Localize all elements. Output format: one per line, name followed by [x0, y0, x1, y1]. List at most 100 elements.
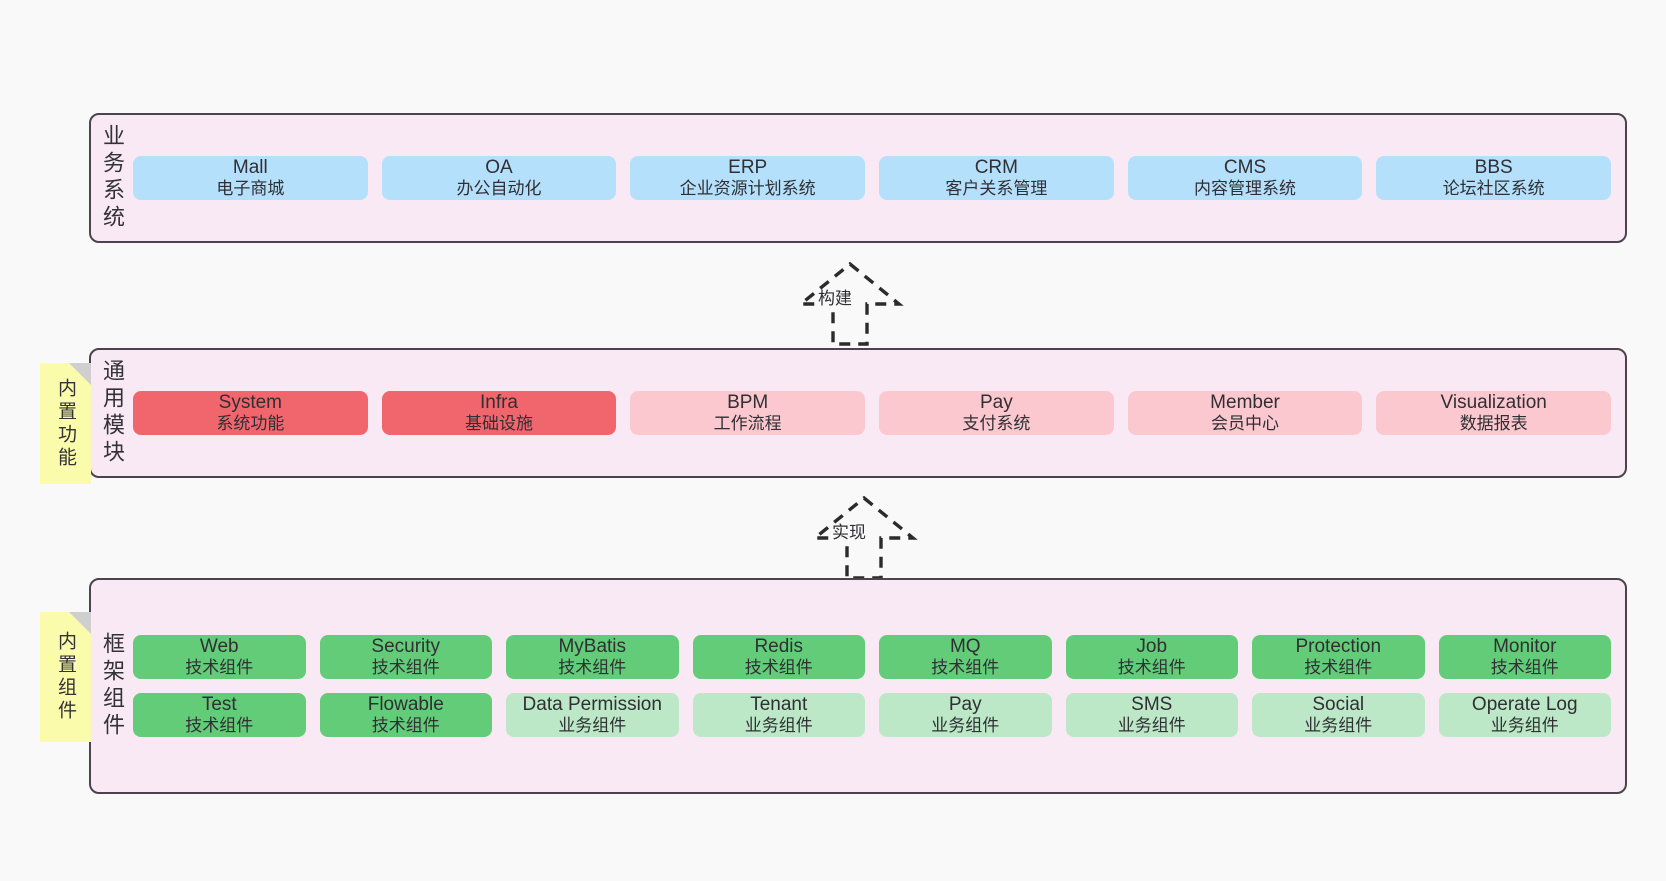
card-subtitle: 客户关系管理: [945, 179, 1048, 199]
card-subtitle: 企业资源计划系统: [679, 179, 816, 199]
card-subtitle: 技术组件: [185, 716, 254, 736]
card-title: Web: [199, 636, 239, 658]
card-subtitle: 业务组件: [1304, 716, 1373, 736]
card-mybatis[interactable]: MyBatis 技术组件: [506, 635, 679, 679]
card-title: Redis: [754, 636, 804, 658]
card-job[interactable]: Job 技术组件: [1065, 635, 1238, 679]
card-title: Operate Log: [1471, 694, 1578, 715]
card-redis[interactable]: Redis 技术组件: [692, 635, 865, 679]
layer-title-business-system: 业务系统: [100, 124, 125, 232]
card-title: OA: [485, 157, 513, 179]
connector-label-implement: 实现: [830, 523, 868, 542]
card-subtitle: 技术组件: [744, 658, 813, 678]
card-subtitle: 技术组件: [371, 716, 440, 736]
card-subtitle: 技术组件: [1304, 658, 1373, 678]
layer-title-framework-component: 框架组件: [100, 632, 125, 740]
card-subtitle: 业务组件: [744, 716, 813, 736]
layer-panel-framework-component: 框架组件 Web 技术组件 Security 技术组件 MyBatis 技术组件…: [89, 578, 1627, 794]
card-erp[interactable]: ERP 企业资源计划系统: [630, 156, 866, 200]
card-sms[interactable]: SMS 业务组件: [1065, 693, 1238, 737]
card-title: Job: [1136, 636, 1168, 658]
layer-panel-business-system: 业务系统 Mall 电子商城 OA 办公自动化 ERP 企业资源计划系统 CRM…: [89, 113, 1627, 243]
card-cms[interactable]: CMS 内容管理系统: [1127, 156, 1363, 200]
card-title: Protection: [1295, 636, 1382, 658]
card-title: System: [218, 392, 283, 414]
card-operate-log[interactable]: Operate Log 业务组件: [1438, 693, 1611, 737]
card-row: System 系统功能 Infra 基础设施 BPM 工作流程 Pay 支付系统…: [133, 391, 1612, 435]
card-subtitle: 会员中心: [1211, 414, 1280, 434]
card-title: SMS: [1131, 694, 1173, 715]
card-title: Pay: [979, 392, 1013, 414]
card-subtitle: 系统功能: [216, 414, 285, 434]
card-row: Mall 电子商城 OA 办公自动化 ERP 企业资源计划系统 CRM 客户关系…: [133, 156, 1612, 200]
card-subtitle: 业务组件: [1117, 716, 1186, 736]
card-test[interactable]: Test 技术组件: [133, 693, 306, 737]
card-subtitle: 技术组件: [185, 658, 254, 678]
card-crm[interactable]: CRM 客户关系管理: [879, 156, 1114, 200]
layer-panel-common-module: 通用模块 System 系统功能 Infra 基础设施 BPM 工作流程 Pay…: [89, 348, 1627, 478]
card-title: MyBatis: [558, 636, 627, 658]
card-title: Member: [1210, 392, 1280, 414]
card-subtitle: 支付系统: [962, 414, 1031, 434]
card-social[interactable]: Social 业务组件: [1252, 693, 1425, 737]
card-subtitle: 数据报表: [1459, 414, 1528, 434]
card-row: Test 技术组件 Flowable 技术组件 Data Permission …: [133, 693, 1611, 737]
card-subtitle: 电子商城: [216, 179, 285, 199]
layer-body-common-module: System 系统功能 Infra 基础设施 BPM 工作流程 Pay 支付系统…: [133, 350, 1625, 476]
card-member[interactable]: Member 会员中心: [1127, 391, 1363, 435]
card-title: Security: [371, 636, 441, 658]
card-subtitle: 技术组件: [1490, 658, 1559, 678]
card-web[interactable]: Web 技术组件: [133, 635, 306, 679]
card-title: Social: [1312, 694, 1365, 715]
card-title: BPM: [727, 392, 769, 414]
card-title: BBS: [1474, 157, 1513, 179]
card-data-permission[interactable]: Data Permission 业务组件: [506, 693, 679, 737]
card-subtitle: 业务组件: [558, 716, 627, 736]
card-title: Flowable: [367, 694, 444, 715]
card-subtitle: 工作流程: [713, 414, 782, 434]
card-flowable[interactable]: Flowable 技术组件: [319, 693, 492, 737]
layer-body-business-system: Mall 电子商城 OA 办公自动化 ERP 企业资源计划系统 CRM 客户关系…: [133, 115, 1625, 241]
card-title: Visualization: [1440, 392, 1547, 414]
card-subtitle: 办公自动化: [456, 179, 542, 199]
card-bbs[interactable]: BBS 论坛社区系统: [1376, 156, 1612, 200]
card-bpm[interactable]: BPM 工作流程: [630, 391, 866, 435]
card-subtitle: 论坛社区系统: [1442, 179, 1545, 199]
card-title: Test: [201, 694, 237, 715]
card-mq[interactable]: MQ 技术组件: [879, 635, 1052, 679]
card-subtitle: 技术组件: [371, 658, 440, 678]
card-subtitle: 内容管理系统: [1194, 179, 1297, 199]
card-title: Tenant: [750, 694, 808, 715]
connector-label-build: 构建: [816, 289, 854, 308]
card-subtitle: 技术组件: [1117, 658, 1186, 678]
card-title: Mall: [232, 157, 268, 179]
card-protection[interactable]: Protection 技术组件: [1252, 635, 1425, 679]
note-builtin-function: 内置功能: [40, 363, 91, 484]
card-subtitle: 业务组件: [1490, 716, 1559, 736]
card-title: Data Permission: [522, 694, 662, 715]
card-mall[interactable]: Mall 电子商城: [133, 156, 368, 200]
card-row: Web 技术组件 Security 技术组件 MyBatis 技术组件 Redi…: [133, 635, 1611, 679]
card-pay-business[interactable]: Pay 业务组件: [879, 693, 1052, 737]
card-title: MQ: [949, 636, 981, 658]
card-tenant[interactable]: Tenant 业务组件: [692, 693, 865, 737]
card-subtitle: 基础设施: [465, 414, 533, 434]
card-title: CRM: [974, 157, 1018, 179]
card-monitor[interactable]: Monitor 技术组件: [1438, 635, 1611, 679]
card-oa[interactable]: OA 办公自动化: [381, 156, 617, 200]
card-infra[interactable]: Infra 基础设施: [381, 391, 617, 435]
card-visualization[interactable]: Visualization 数据报表: [1376, 391, 1612, 435]
card-title: Infra: [479, 392, 519, 414]
card-pay[interactable]: Pay 支付系统: [879, 391, 1114, 435]
card-subtitle: 业务组件: [931, 716, 1000, 736]
card-subtitle: 技术组件: [558, 658, 627, 678]
card-security[interactable]: Security 技术组件: [319, 635, 492, 679]
card-subtitle: 技术组件: [931, 658, 1000, 678]
card-system[interactable]: System 系统功能: [133, 391, 368, 435]
card-title: Pay: [948, 694, 982, 715]
card-title: Monitor: [1493, 636, 1557, 658]
card-title: ERP: [728, 157, 768, 179]
card-title: CMS: [1223, 157, 1267, 179]
layer-title-common-module: 通用模块: [100, 359, 125, 467]
